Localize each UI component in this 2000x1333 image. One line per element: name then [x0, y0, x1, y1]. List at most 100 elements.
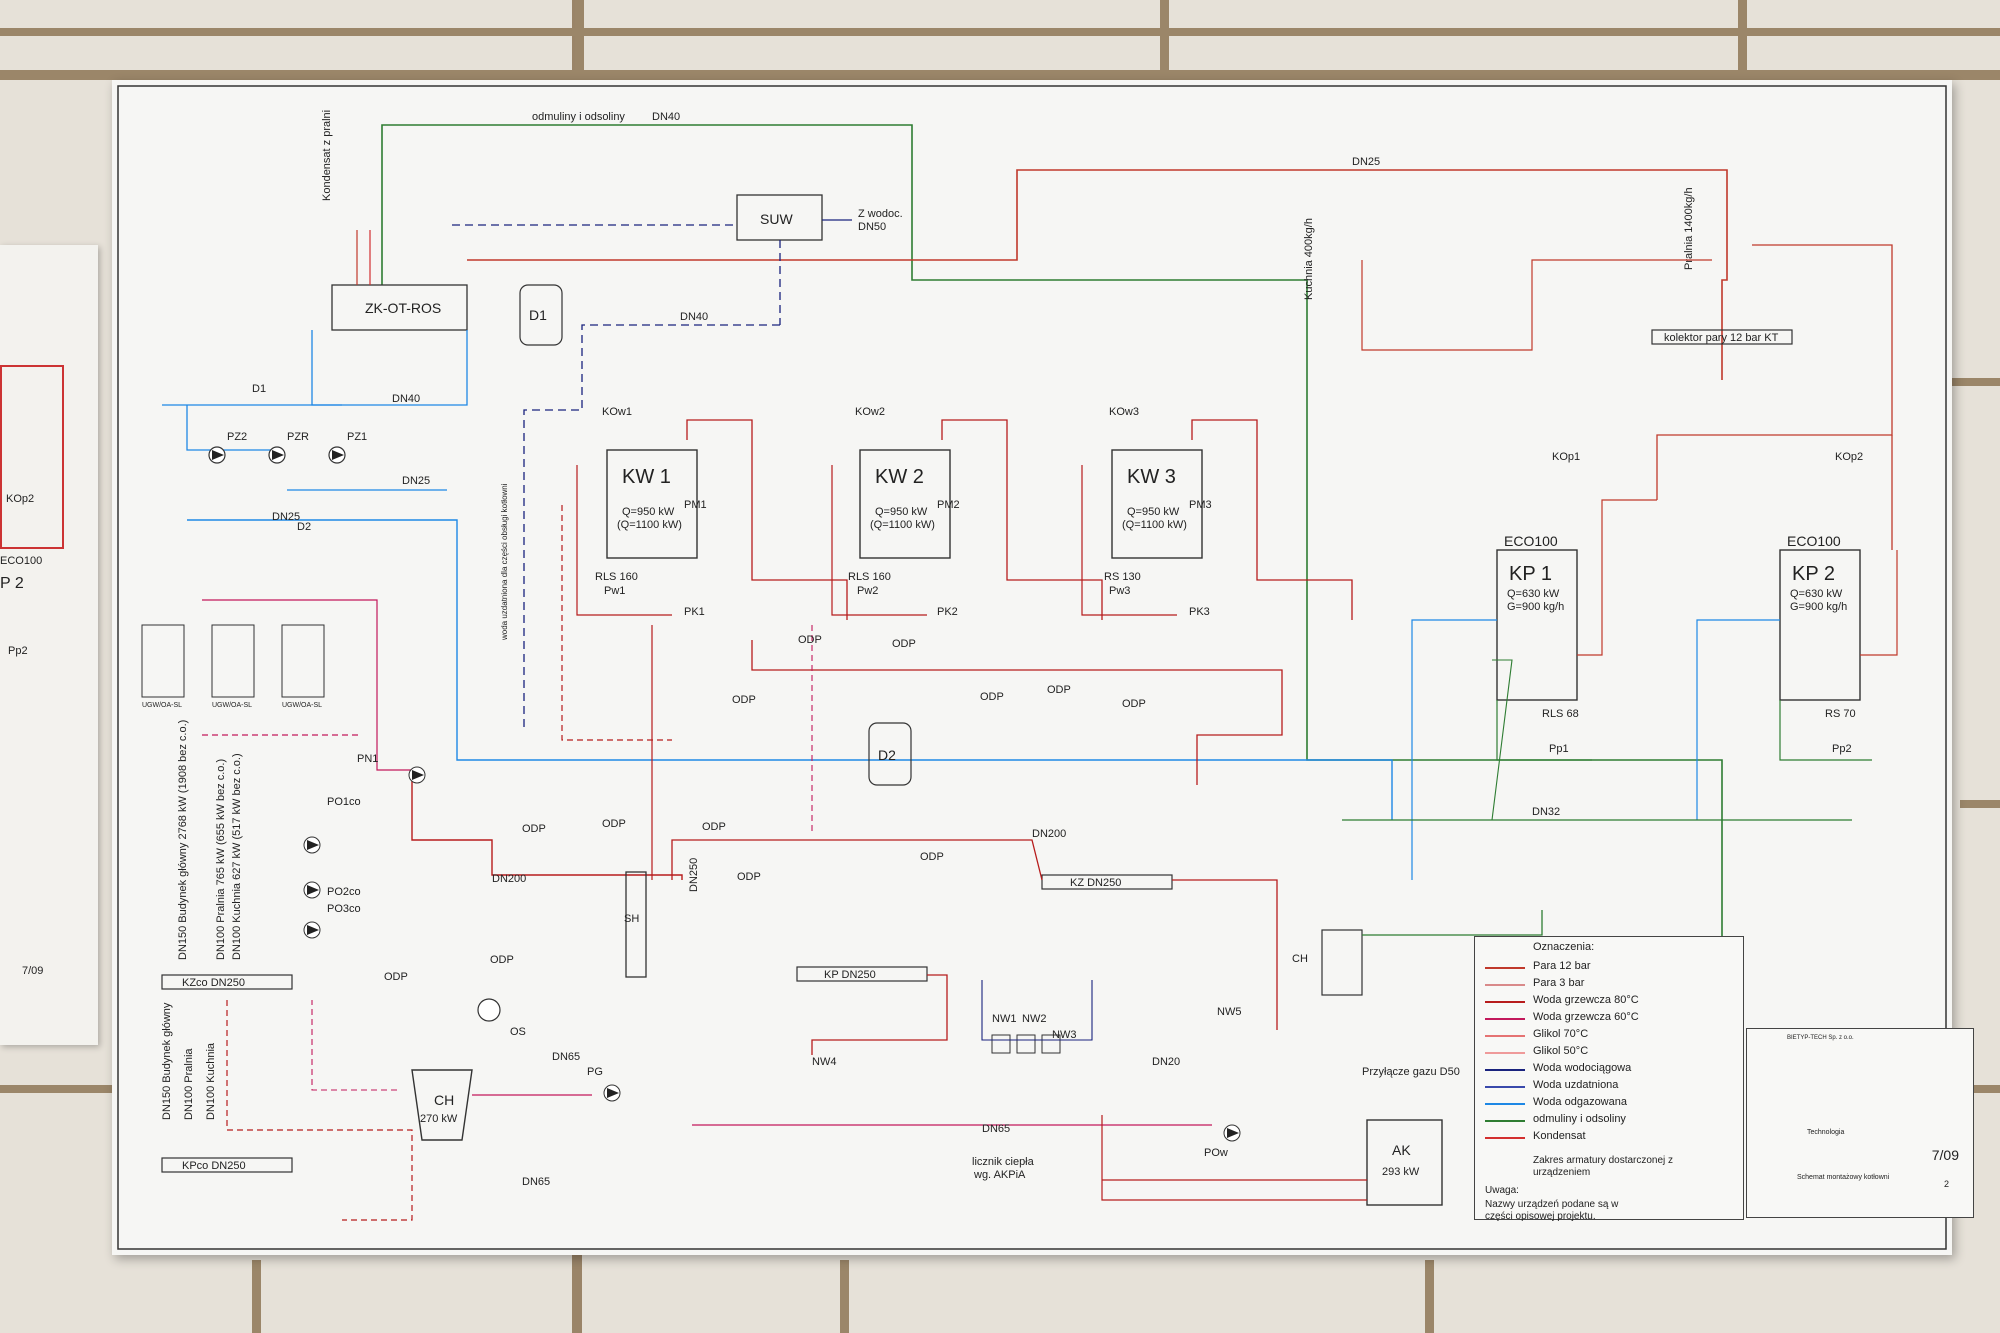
title-block: BIETYP-TECH Sp. z o.o. Technologia Schem…	[1746, 1028, 1974, 1218]
tile-grout	[252, 1260, 261, 1333]
top-pipe-dn: DN40	[652, 111, 680, 123]
legend-swatch	[1485, 1086, 1525, 1088]
feed-blue-1	[186, 405, 282, 451]
treated-water-dashed	[523, 324, 780, 730]
pump-pzr[interactable]	[268, 446, 286, 464]
heating-supply	[411, 770, 683, 880]
budynek2-label: DN150 Budynek główny	[161, 1002, 173, 1120]
odp-9: ODP	[702, 821, 726, 833]
zk-out-blue	[311, 330, 468, 406]
tile-grout	[0, 70, 2000, 80]
legend-label: Woda odgazowana	[1533, 1096, 1627, 1108]
kolektor-header	[1651, 329, 1793, 345]
pump-po2co[interactable]	[303, 881, 321, 899]
kw3-pm: PM3	[1189, 499, 1212, 511]
schematic-poster: odmuliny i odsoliny DN40 DN25 SUW Z wodo…	[112, 80, 1974, 1255]
legend-row: Glikol 70°C	[1475, 1027, 1743, 1044]
kp2-blowdown	[1779, 700, 1872, 761]
legend-row: Para 12 bar	[1475, 959, 1743, 976]
odp-13: ODP	[384, 971, 408, 983]
nw-blue	[981, 980, 1093, 1041]
kz-out	[1172, 879, 1278, 1030]
pump-po3co[interactable]	[303, 921, 321, 939]
exchanger-green	[1362, 910, 1543, 936]
ch-glikol-dash	[311, 1000, 397, 1091]
legend-row: Woda wodociągowa	[1475, 1061, 1743, 1078]
os-label: OS	[510, 1026, 526, 1038]
legend-label: Kondensat	[1533, 1130, 1586, 1142]
pzr-label: PZR	[287, 431, 309, 443]
kp-label: KP DN250	[824, 969, 876, 981]
ak-boiler	[1366, 1119, 1443, 1206]
odp-7: ODP	[1122, 698, 1146, 710]
kpco-header	[161, 1157, 293, 1173]
kp2-kop: KOp2	[1835, 451, 1863, 463]
d1-tank	[519, 284, 563, 346]
legend-row: Woda grzewcza 80°C	[1475, 993, 1743, 1010]
kw2-kow: KOw2	[855, 406, 885, 418]
legend-label: Woda grzewcza 60°C	[1533, 1011, 1639, 1023]
dn65-meter: DN65	[982, 1123, 1010, 1135]
po3co-label: PO3co	[327, 903, 361, 915]
d2-label: D2	[878, 747, 896, 763]
kw1-pw: Pw1	[604, 585, 625, 597]
os-symbol	[477, 998, 501, 1022]
kp2-q: Q=630 kW	[1790, 588, 1843, 600]
kw3-name: KW 3	[1127, 466, 1176, 488]
odp-4: ODP	[732, 694, 756, 706]
pump-po1co[interactable]	[303, 836, 321, 854]
kp1-eco: ECO100	[1504, 533, 1558, 549]
tile-grout	[1160, 0, 1169, 70]
pump-pn1[interactable]	[408, 766, 426, 784]
pump-pz1[interactable]	[328, 446, 346, 464]
kzco-label: KZco DN250	[182, 977, 245, 989]
legend-row: Kondensat	[1475, 1129, 1743, 1146]
kp2-feed	[1696, 619, 1780, 820]
pump-pg[interactable]	[603, 1084, 621, 1102]
ch-label: CH	[434, 1092, 454, 1108]
legend-swatch	[1485, 1001, 1525, 1003]
kp2-rls: RS 70	[1825, 708, 1856, 720]
nw1-label: NW1	[992, 1013, 1016, 1025]
zk-dn40: DN40	[392, 393, 420, 405]
legend-uwaga-text: Nazwy urządzeń podane są w części opisow…	[1485, 1199, 1619, 1222]
d2-tank	[868, 722, 912, 786]
legend-label: Woda uzdatniona	[1533, 1079, 1619, 1091]
dn25-top: DN25	[1352, 156, 1380, 168]
woda-uzd-label: woda uzdatniona dla części obsługi kotło…	[500, 483, 509, 641]
kp2-g: G=900 kg/h	[1790, 601, 1847, 613]
tile-grout	[575, 0, 584, 70]
legend-row: Woda odgazowana	[1475, 1095, 1743, 1112]
legend-zakres: Zakres armatury dostarczonej z urządzeni…	[1533, 1155, 1674, 1178]
dn65-bottom: DN65	[522, 1176, 550, 1188]
odmuliny-pipe	[381, 124, 1723, 985]
legend-swatch	[1485, 1018, 1525, 1020]
pump-pz2[interactable]	[208, 446, 226, 464]
kp-header	[796, 966, 928, 982]
ugw-units	[141, 624, 325, 698]
kp2-pp: Pp2	[1832, 743, 1852, 755]
kp1-name: KP 1	[1509, 563, 1552, 585]
legend-row: Glikol 50°C	[1475, 1044, 1743, 1061]
kuchnia-steam	[1361, 259, 1712, 351]
left-kop: KOp2	[6, 493, 35, 505]
tile-grout	[1425, 1260, 1434, 1333]
ch-exchanger-label: CH	[1292, 953, 1308, 965]
legend-swatch	[1485, 984, 1525, 986]
sh-to-kz	[671, 839, 1043, 881]
legend-label: Glikol 70°C	[1533, 1028, 1589, 1040]
pump-pow[interactable]	[1223, 1124, 1241, 1142]
sh-label: SH	[624, 913, 639, 925]
kp1-boiler	[1496, 549, 1578, 701]
dn65-ch: DN65	[552, 1051, 580, 1063]
kuchnia2-label: DN100 Kuchnia	[205, 1042, 217, 1120]
licznik-label: licznik ciepła	[972, 1156, 1035, 1168]
legend-row: Para 3 bar	[1475, 976, 1743, 993]
pg-label: PG	[587, 1066, 603, 1078]
dn40-suw: DN40	[680, 311, 708, 323]
odp-2: ODP	[798, 634, 822, 646]
kp1-kop: KOp1	[1552, 451, 1580, 463]
legend-label: Para 12 bar	[1533, 960, 1591, 972]
kp1-q: Q=630 kW	[1507, 588, 1560, 600]
